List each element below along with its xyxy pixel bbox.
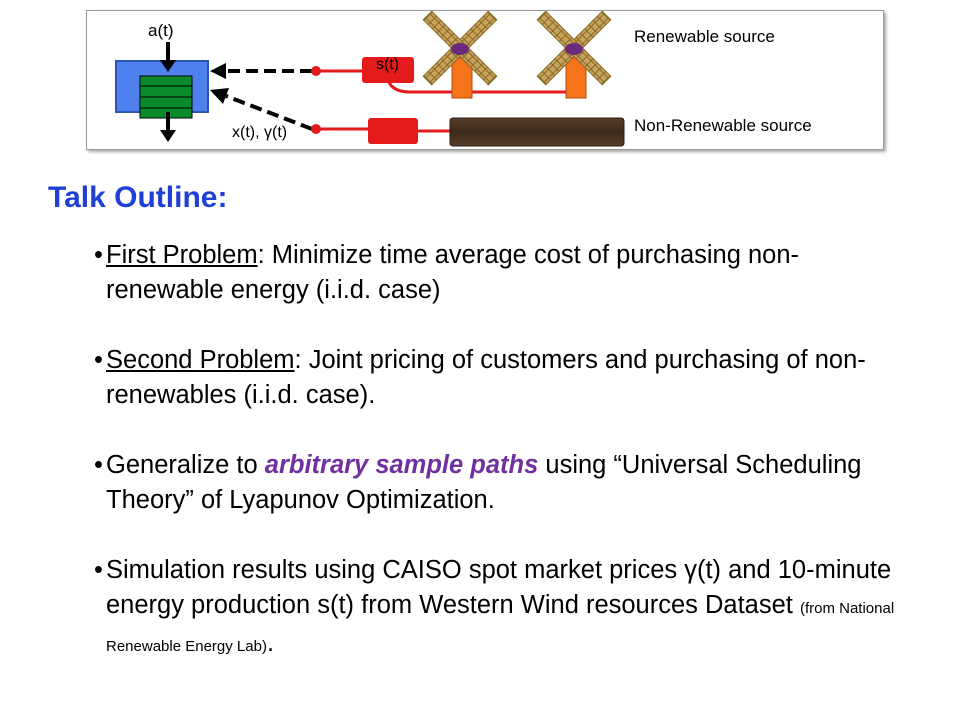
item-text: : Joint pricing of customers and purchas… [106,346,866,409]
item-text: using “Universal Scheduling Theory” of L… [106,451,862,514]
item-lead: First Problem [106,241,258,269]
nonrenewable-flow-arrow [210,88,313,131]
list-item: • Simulation results using CAISO spot ma… [94,553,896,664]
item-text: Simulation results using CAISO spot mark… [106,556,892,619]
bullet-icon: • [94,346,103,374]
departure-arrow-icon [160,112,176,142]
nonrenewable-wire [311,118,450,144]
purchase-price-label: x(t), γ(t) [232,124,288,141]
bullet-icon: • [94,241,103,269]
item-text: Generalize to [106,451,265,479]
outline-list: • First Problem: Minimize time average c… [94,238,896,664]
renewable-supply-label: s(t) [376,56,400,73]
renewable-wire [311,57,575,94]
list-item: • First Problem: Minimize time average c… [94,238,896,308]
list-item: • Generalize to arbitrary sample paths u… [94,448,896,518]
renewable-source-label: Renewable source [634,27,775,46]
windmill-icon [422,10,498,99]
list-item: • Second Problem: Joint pricing of custo… [94,343,896,413]
windmill-icon [536,10,612,99]
item-text: : Minimize time average cost of purchasi… [106,241,800,304]
item-source-note: (from National Renewable Energy Lab) [106,600,895,655]
bullet-icon: • [94,451,103,479]
item-lead: Second Problem [106,346,295,374]
arrival-label: a(t) [148,21,174,40]
queue-icon [115,60,209,119]
arrival-arrow-icon [160,42,176,72]
bullet-icon: • [94,556,103,584]
nonrenewable-source-label: Non-Renewable source [634,116,812,135]
diagram-graphics [115,10,625,147]
coal-block-icon [449,117,625,147]
renewable-flow-arrow [210,63,312,79]
item-emphasis: arbitrary sample paths [264,451,539,479]
outline-title: Talk Outline: [48,181,228,214]
item-end: . [266,629,275,657]
